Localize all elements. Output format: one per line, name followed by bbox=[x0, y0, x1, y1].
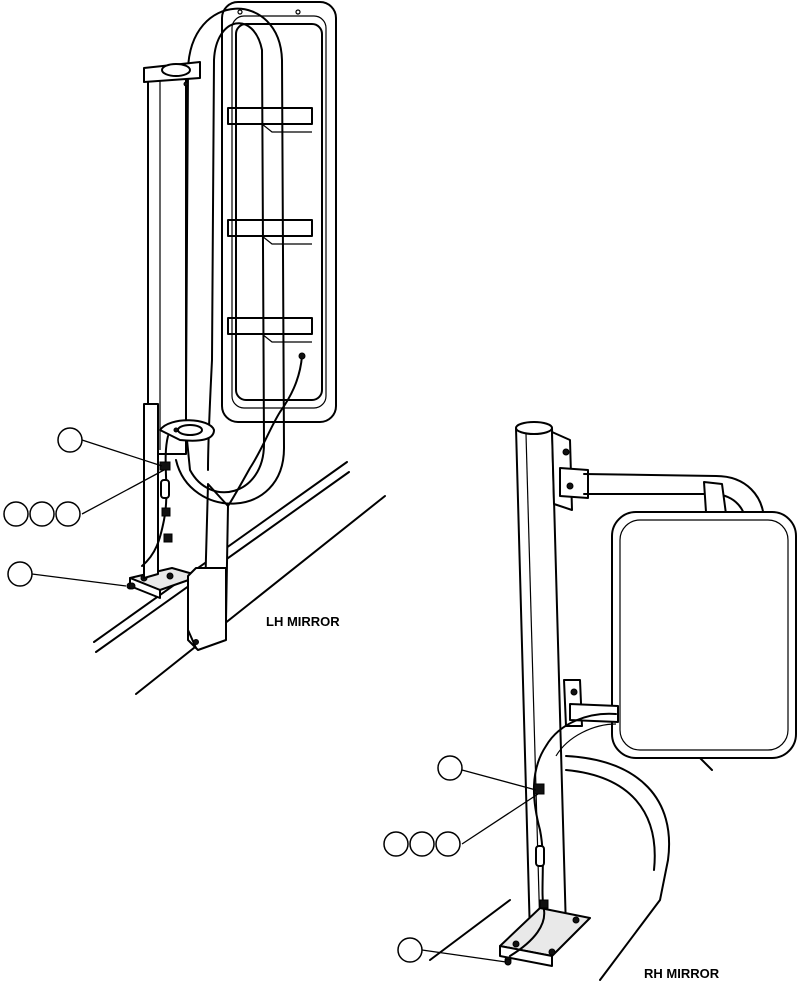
lh-mirror-back bbox=[221, 1, 337, 423]
lh-mirror-assembly: LH MIRROR bbox=[3, 1, 386, 695]
rh-callout-lower bbox=[397, 937, 423, 963]
rh-callout-triple-1 bbox=[383, 831, 409, 857]
lh-wire-harness bbox=[128, 435, 173, 590]
lh-callouts bbox=[3, 427, 165, 587]
rh-lower-bracket bbox=[563, 679, 619, 727]
rh-callout-upper bbox=[437, 755, 463, 781]
rh-mirror-head bbox=[611, 511, 797, 771]
rh-callout-triple-3 bbox=[435, 831, 461, 857]
lh-post bbox=[147, 73, 187, 455]
lh-base-plate bbox=[126, 567, 201, 599]
rh-fender bbox=[429, 755, 671, 981]
rh-callout-triple-2 bbox=[409, 831, 435, 857]
lh-mid-clamp bbox=[159, 419, 215, 442]
rh-wire-harness bbox=[504, 712, 617, 966]
rh-mirror-caption: RH MIRROR bbox=[644, 966, 720, 981]
lh-callout-lower bbox=[7, 561, 33, 587]
lh-callout-triple-2 bbox=[29, 501, 55, 527]
rh-upper-bracket bbox=[551, 431, 589, 511]
lh-mirror-cable bbox=[227, 355, 303, 507]
rh-base-plate bbox=[499, 907, 591, 967]
lh-mirror-caption: LH MIRROR bbox=[266, 614, 340, 629]
rh-mirror-assembly: RH MIRROR bbox=[383, 421, 797, 981]
rh-callouts bbox=[383, 755, 539, 963]
lh-callout-triple-3 bbox=[55, 501, 81, 527]
lh-callout-triple-1 bbox=[3, 501, 29, 527]
lh-mirror-arm bbox=[175, 7, 285, 505]
lh-top-clamp bbox=[143, 61, 201, 87]
lh-callout-upper bbox=[57, 427, 83, 453]
lh-lower-bracket bbox=[143, 403, 229, 651]
